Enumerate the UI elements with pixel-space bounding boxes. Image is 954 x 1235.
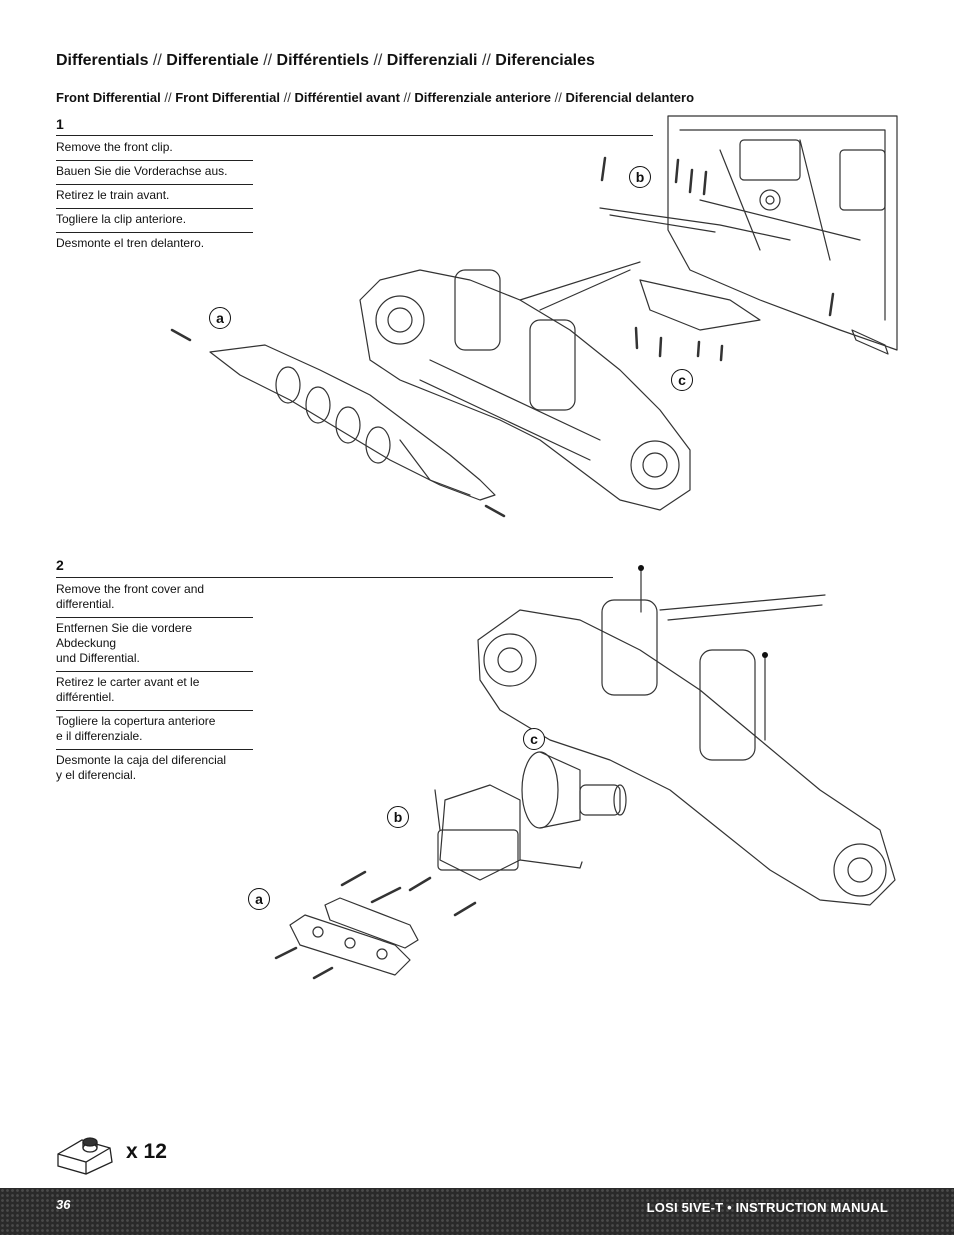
instruction-de: Entfernen Sie die vordere Abdeckung und …	[56, 618, 253, 672]
page-footer: 36 LOSI 5IVE-T • INSTRUCTION MANUAL	[0, 1188, 954, 1235]
page-number: 36	[56, 1197, 71, 1212]
step-1-rule	[56, 135, 653, 136]
instruction-es: Desmonte la caja del diferencial y el di…	[56, 753, 227, 782]
screws-c-illustration	[634, 326, 724, 362]
brace-plates-illustration	[289, 897, 419, 976]
front-bumper-illustration	[209, 344, 496, 501]
screws-step2-illustration	[274, 870, 477, 980]
manual-title: LOSI 5IVE-T • INSTRUCTION MANUAL	[646, 1200, 888, 1215]
page-title: Differentials // Differentiale // Différ…	[56, 52, 595, 69]
screws-b-illustration	[600, 156, 835, 317]
step-2-number: 2	[56, 557, 64, 573]
front-suspension-step2-illustration	[477, 569, 896, 906]
callout-step1-c: c	[671, 369, 693, 391]
instruction-it: Togliere la clip anteriore.	[56, 209, 253, 233]
section-subtitle: Front Differential // Front Differential…	[56, 90, 695, 105]
front-suspension-illustration	[359, 261, 691, 511]
instruction-fr: Retirez le carter avant et le différenti…	[56, 672, 253, 711]
instruction-de: Bauen Sie die Vorderachse aus.	[56, 161, 253, 185]
clip-part-icon	[57, 1137, 113, 1175]
step-2-instructions: Remove the front cover and differential.…	[56, 579, 253, 788]
callout-step1-a: a	[209, 307, 231, 329]
link-part-illustration	[851, 329, 889, 355]
step-1-number: 1	[56, 116, 64, 132]
screws-a-illustration	[170, 328, 506, 518]
instruction-en: Remove the front cover and differential.	[56, 579, 253, 618]
instruction-it: Togliere la copertura anteriore e il dif…	[56, 711, 253, 750]
step-2-rule	[56, 577, 613, 578]
step-1-instructions: Remove the front clip. Bauen Sie die Vor…	[56, 137, 253, 256]
instruction-fr: Retirez le train avant.	[56, 185, 253, 209]
callout-step2-a: a	[248, 888, 270, 910]
callout-step2-c: c	[523, 728, 545, 750]
front-cover-illustration	[434, 784, 583, 881]
callout-step1-b: b	[629, 166, 651, 188]
instruction-en: Remove the front clip.	[56, 137, 253, 161]
parts-count-label: x 12	[126, 1140, 167, 1163]
chassis-plate-illustration	[599, 115, 898, 351]
callout-step2-b: b	[387, 806, 409, 828]
instruction-es: Desmonte el tren delantero.	[56, 236, 205, 250]
differential-illustration	[521, 751, 627, 829]
